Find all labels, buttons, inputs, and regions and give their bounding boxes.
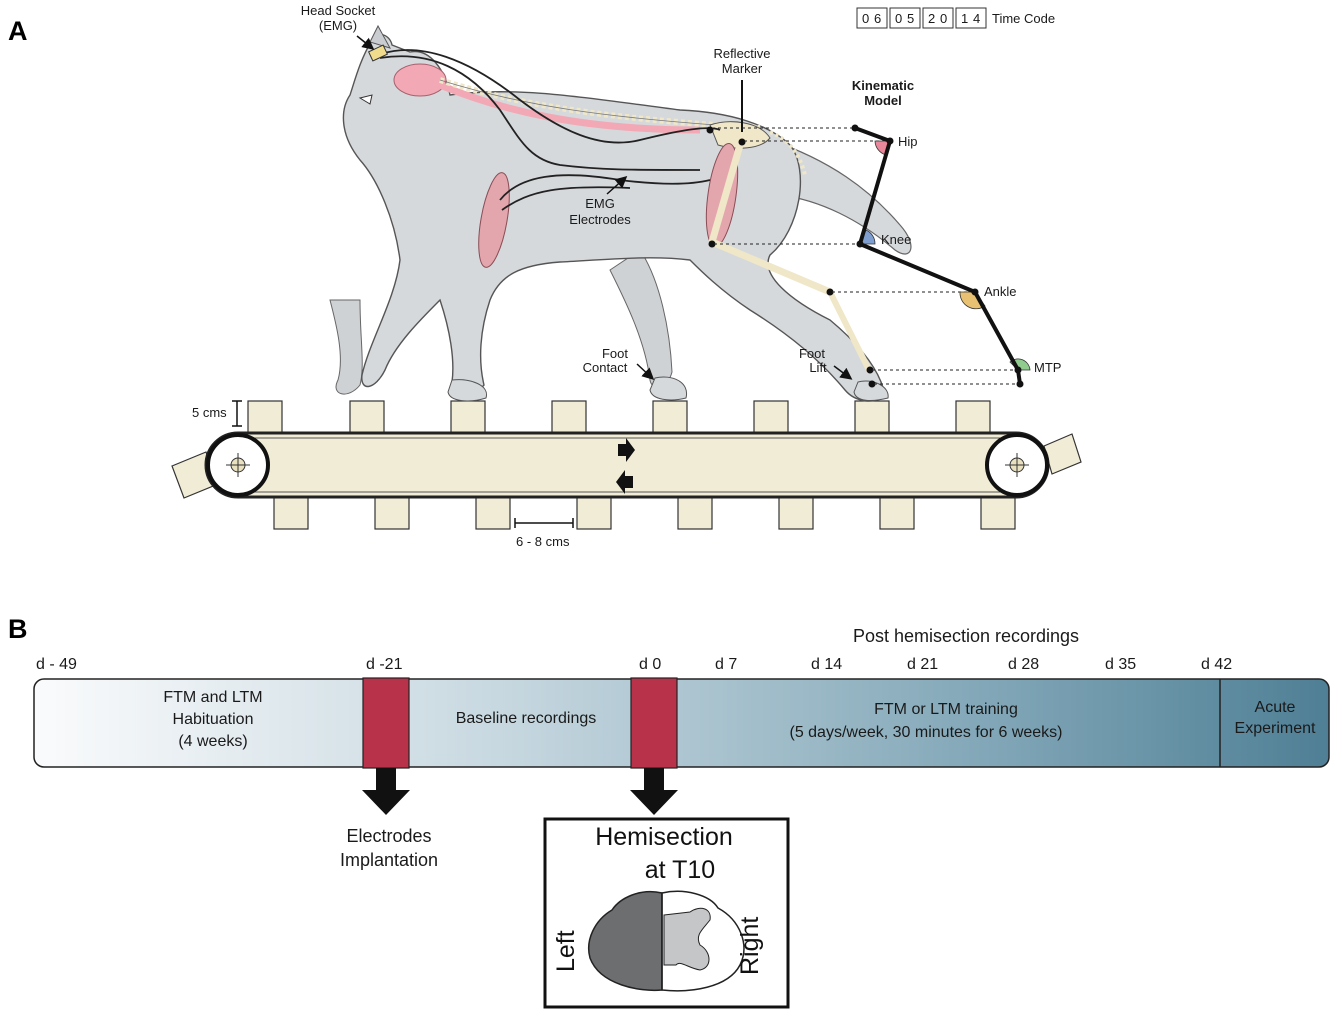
hemisection-title: Hemisection	[595, 823, 733, 851]
time-code-label: Time Code	[992, 11, 1055, 26]
panel-a-letter: A	[8, 16, 28, 46]
reflective-marker-sublabel: Marker	[722, 61, 763, 76]
time-digit: 0	[862, 11, 869, 26]
time-digit: 1	[961, 11, 968, 26]
day-label: d 35	[1105, 656, 1136, 673]
hemisection-down-arrow-icon	[630, 768, 678, 815]
treadmill-top-cleats	[248, 401, 990, 434]
day-label: d 0	[639, 656, 661, 673]
reflective-marker-label: Reflective	[713, 46, 770, 61]
treadmill	[172, 401, 1081, 529]
time-digit: 6	[874, 11, 881, 26]
acute-sublabel: Experiment	[1235, 720, 1316, 737]
spacing-scale: 6 - 8 cms	[515, 518, 573, 549]
training-label: FTM or LTM training	[874, 701, 1018, 718]
treadmill-right-roller	[987, 435, 1047, 495]
time-digit: 2	[928, 11, 935, 26]
habituation-label: FTM and LTM	[163, 689, 262, 706]
acute-label: Acute	[1255, 699, 1296, 716]
panel-b-letter: B	[8, 614, 28, 644]
foot-lift-sublabel: Lift	[809, 360, 827, 375]
post-hemisection-title: Post hemisection recordings	[853, 626, 1079, 646]
left-side-label: Left	[552, 930, 580, 972]
time-code-digits: 0 6 0 5 2 0 1 4	[857, 8, 986, 28]
kinematic-model-sublabel: Model	[864, 93, 902, 108]
time-code: 0 6 0 5 2 0 1 4 Time Code	[857, 8, 1055, 28]
hemisection-subtitle: at T10	[645, 856, 715, 884]
electrode-surgery-marker	[363, 678, 409, 768]
foot-lift-label: Foot	[799, 346, 825, 361]
training-sublabel: (5 days/week, 30 minutes for 6 weeks)	[789, 724, 1062, 741]
emg-electrodes-sublabel: Electrodes	[569, 212, 631, 227]
day-label: d 28	[1008, 656, 1039, 673]
ankle-label: Ankle	[984, 284, 1017, 299]
day-label: d 42	[1201, 656, 1232, 673]
day-label: d 21	[907, 656, 938, 673]
head-socket-sublabel: (EMG)	[319, 18, 357, 33]
electrodes-implantation-label: Electrodes	[346, 826, 431, 846]
hip-label: Hip	[898, 134, 918, 149]
treadmill-bottom-cleats	[274, 496, 1015, 529]
emg-electrodes-label: EMG	[585, 196, 615, 211]
habituation-label: (4 weeks)	[178, 733, 247, 750]
knee-label: Knee	[881, 232, 911, 247]
electrodes-implantation-sublabel: Implantation	[340, 850, 438, 870]
treadmill-left-roller	[208, 435, 268, 495]
head-socket-label: Head Socket	[301, 3, 376, 18]
foot-contact-sublabel: Contact	[583, 360, 628, 375]
spacing-scale-label: 6 - 8 cms	[516, 534, 570, 549]
day-label: d 7	[715, 656, 737, 673]
day-label: d 14	[811, 656, 842, 673]
right-side-label: Right	[736, 917, 764, 975]
kinematic-model	[852, 125, 1031, 388]
time-digit: 5	[907, 11, 914, 26]
height-scale-label: 5 cms	[192, 405, 227, 420]
hemisection-surgery-marker	[631, 678, 677, 768]
time-digit: 0	[895, 11, 902, 26]
time-digit: 0	[940, 11, 947, 26]
habituation-label: Habituation	[173, 711, 254, 728]
mtp-label: MTP	[1034, 360, 1061, 375]
kinematic-model-label: Kinematic	[852, 78, 914, 93]
day-label: d -21	[366, 656, 403, 673]
height-scale: 5 cms	[192, 401, 242, 426]
day-label: d - 49	[36, 656, 77, 673]
treadmill-right-plate	[1044, 434, 1081, 474]
day-labels: d - 49 d -21 d 0 d 7 d 14 d 21 d 28 d 35…	[36, 656, 1232, 673]
time-digit: 4	[973, 11, 980, 26]
foot-contact-label: Foot	[602, 346, 628, 361]
electrode-down-arrow-icon	[362, 768, 410, 815]
baseline-label: Baseline recordings	[456, 710, 597, 727]
